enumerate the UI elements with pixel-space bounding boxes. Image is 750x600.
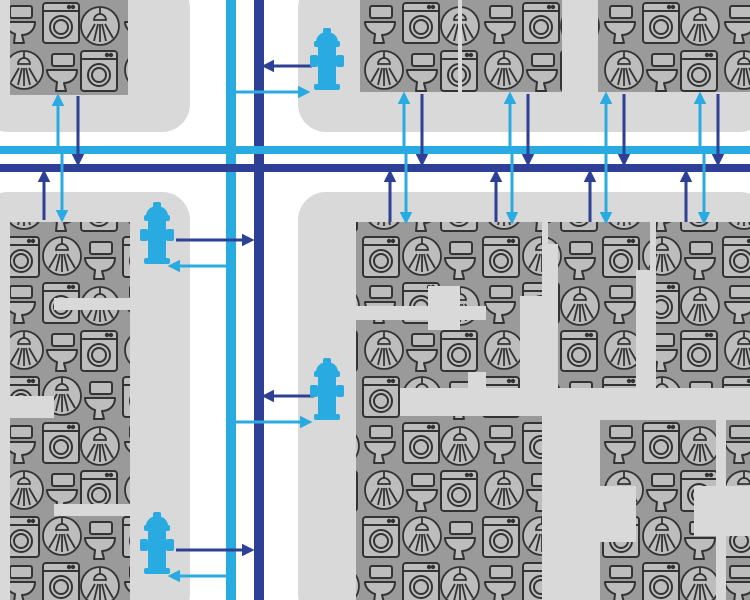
building: [462, 0, 562, 92]
building: [10, 0, 128, 95]
return-main-vertical: [254, 0, 264, 600]
walkways: [10, 244, 750, 600]
return-main-horizontal: [0, 164, 750, 172]
building: [548, 222, 650, 392]
building: [360, 0, 458, 92]
building: [598, 0, 750, 92]
service-connections: [37, 59, 725, 583]
supply-main-horizontal: [0, 146, 750, 154]
supply-main-vertical: [226, 0, 236, 600]
building: [656, 222, 750, 392]
